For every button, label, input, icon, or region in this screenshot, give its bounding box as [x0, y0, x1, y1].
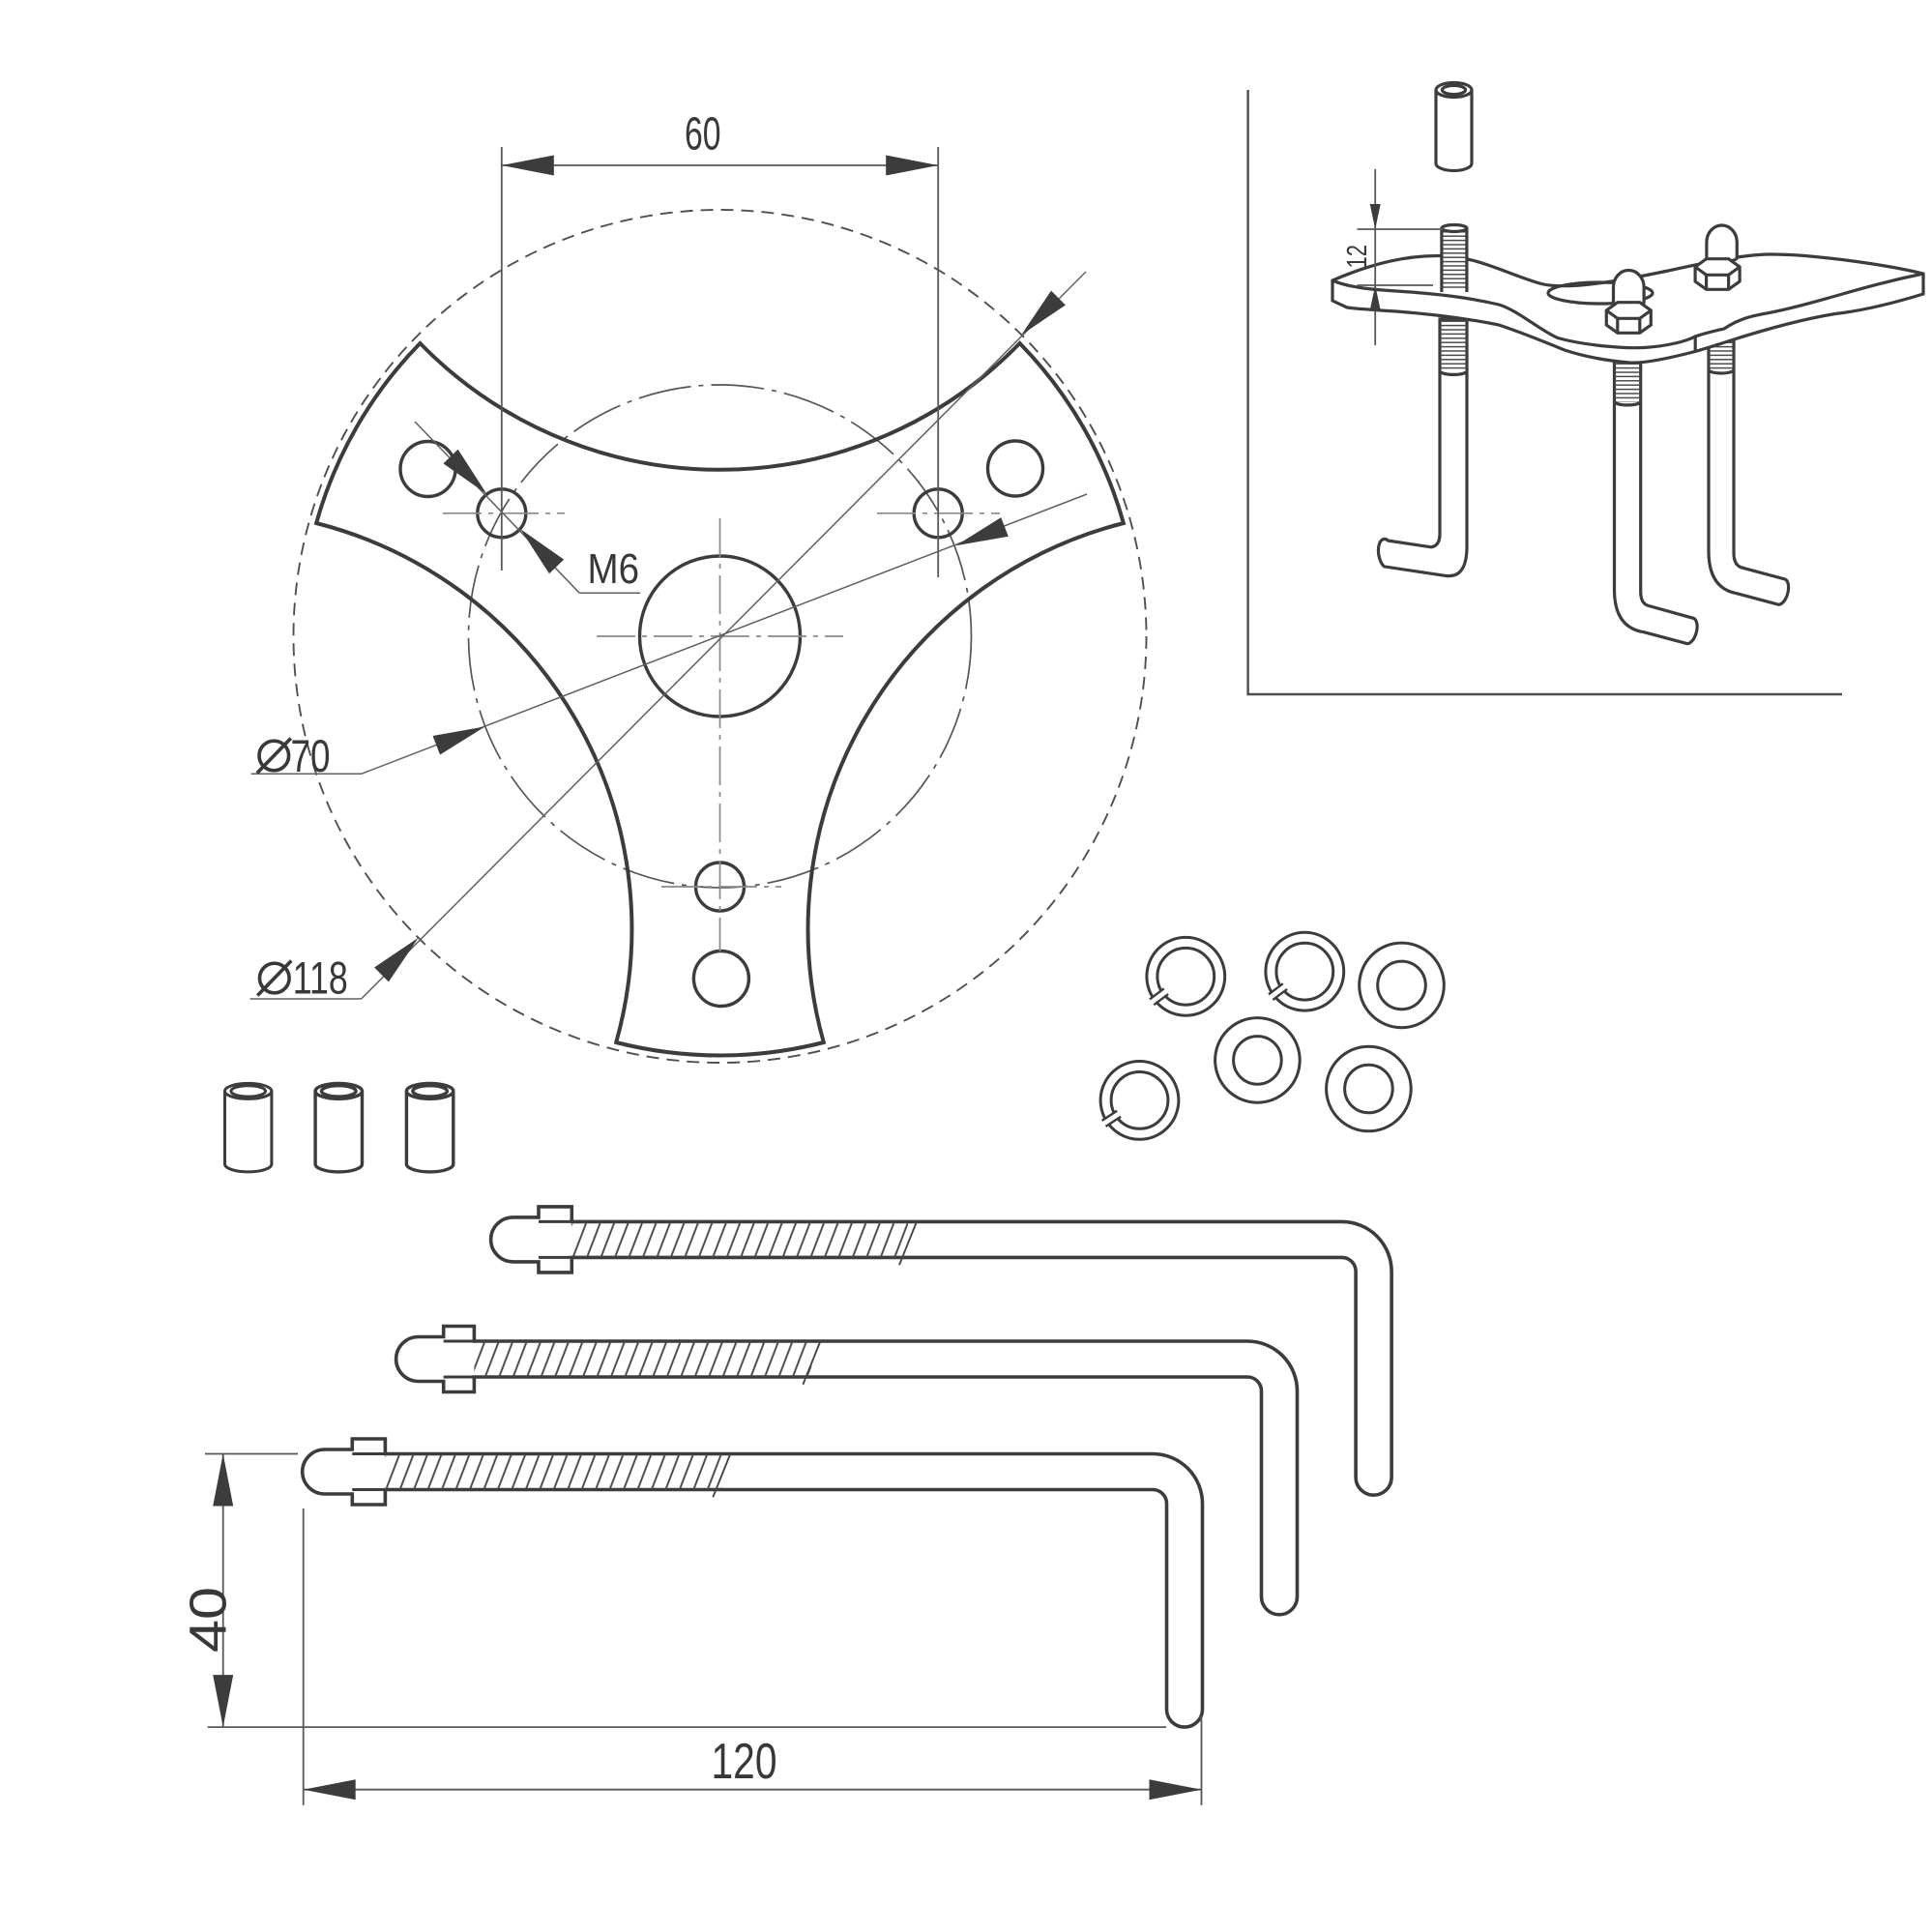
svg-text:60: 60	[685, 109, 721, 161]
svg-text:118: 118	[293, 952, 348, 1004]
svg-text:12: 12	[1342, 245, 1373, 269]
svg-text:120: 120	[712, 1734, 777, 1790]
svg-text:40: 40	[180, 1587, 238, 1653]
svg-text:70: 70	[291, 730, 331, 781]
svg-text:M6: M6	[588, 545, 640, 593]
